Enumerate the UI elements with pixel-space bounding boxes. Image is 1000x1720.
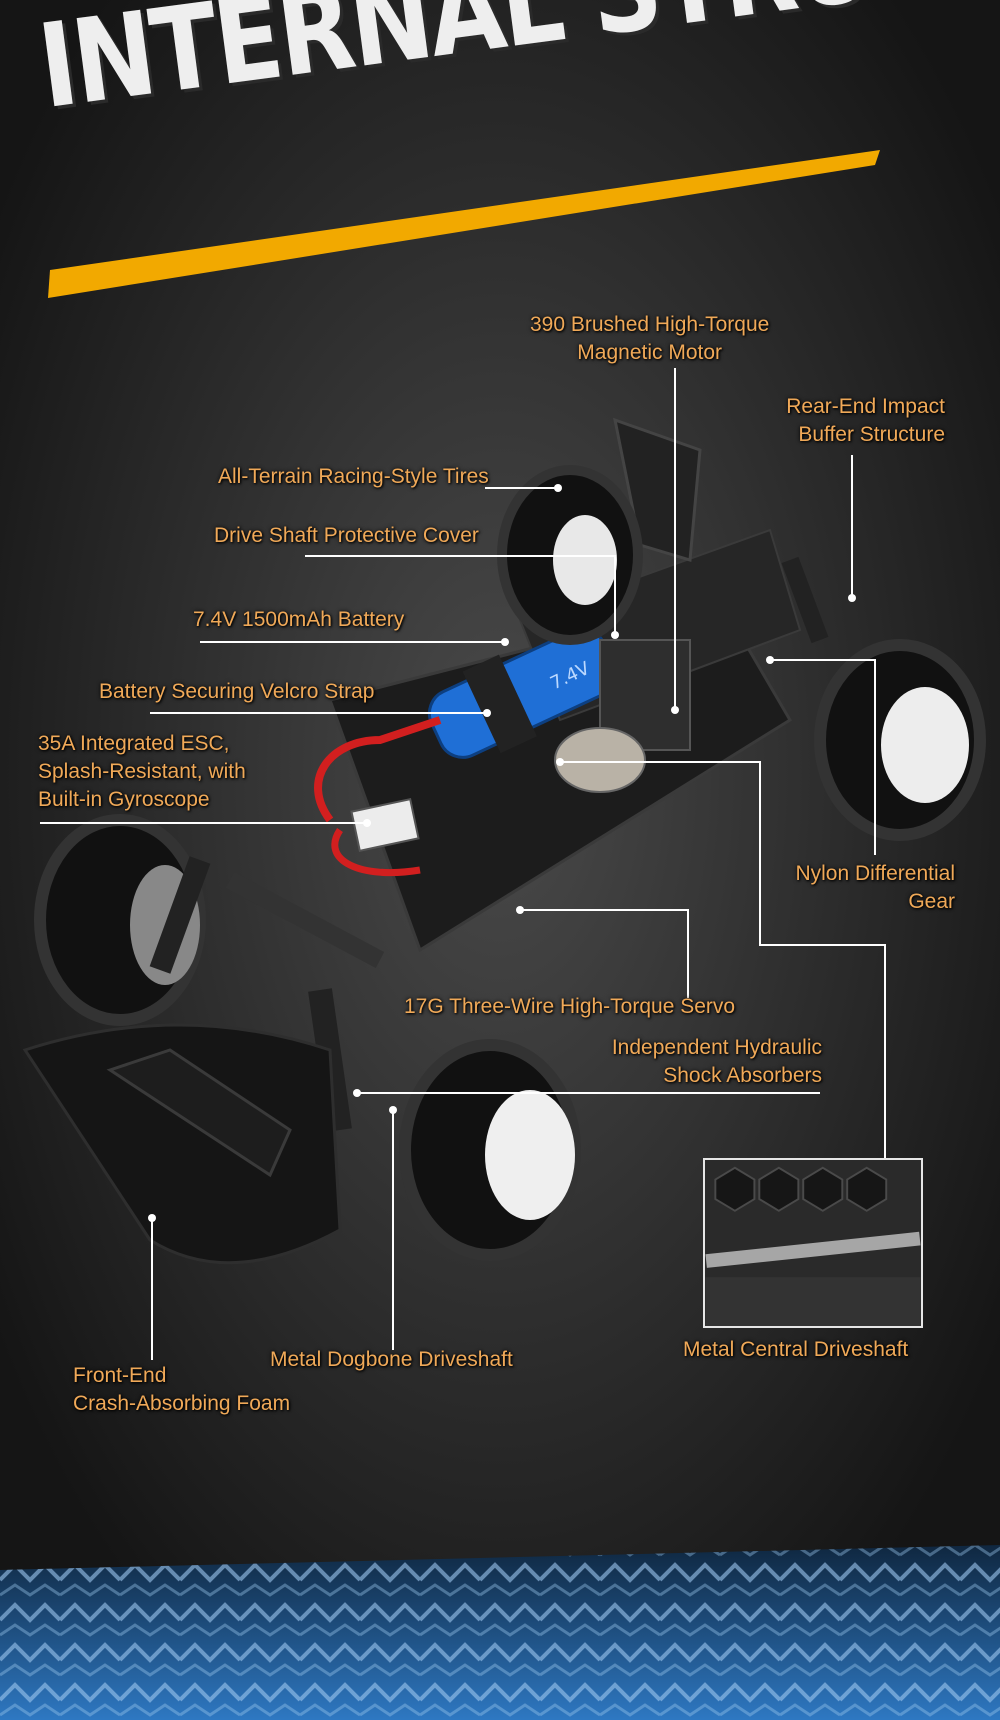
velcro-strap bbox=[462, 654, 537, 754]
label-central: Metal Central Driveshaft bbox=[683, 1338, 909, 1361]
esc-unit bbox=[350, 798, 420, 852]
wheel-rear-right bbox=[814, 639, 986, 841]
wheel-rear-left bbox=[497, 465, 643, 645]
label-esc: 35A Integrated ESC,Splash-Resistant, wit… bbox=[38, 732, 246, 811]
label-velcro: Battery Securing Velcro Strap bbox=[99, 680, 375, 703]
shock-front-left bbox=[149, 856, 211, 974]
tire-tread-band bbox=[0, 1545, 1000, 1720]
battery-pack: 7.4V bbox=[427, 627, 617, 759]
battery-wires bbox=[314, 716, 442, 823]
label-tires: All-Terrain Racing-Style Tires bbox=[218, 465, 489, 488]
shock-rear-right bbox=[781, 556, 829, 644]
motor-can bbox=[554, 727, 646, 793]
front-arm bbox=[225, 872, 385, 968]
label-battery: 7.4V 1500mAh Battery bbox=[193, 608, 405, 631]
label-servo: 17G Three-Wire High-Torque Servo bbox=[404, 995, 736, 1018]
crash-foam bbox=[22, 1023, 342, 1265]
label-drive-cover: Drive Shaft Protective Cover bbox=[214, 524, 479, 547]
bumper-bracket bbox=[106, 1048, 292, 1178]
label-dogbone: Metal Dogbone Driveshaft bbox=[270, 1348, 513, 1371]
closeup-image bbox=[705, 1160, 921, 1326]
title-underline bbox=[48, 150, 880, 298]
wheel-front-right bbox=[399, 1039, 581, 1261]
central-driveshaft-closeup bbox=[703, 1158, 923, 1328]
